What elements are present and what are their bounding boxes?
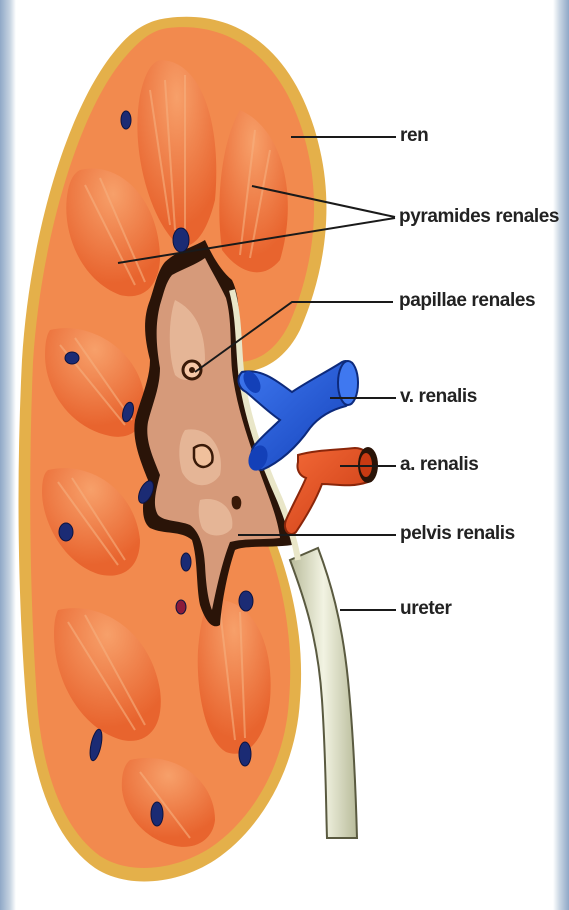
renal-artery [285, 447, 378, 534]
labels: ren pyramides renales papillae renales v… [399, 125, 559, 619]
label-pyramides-renales: pyramides renales [399, 206, 559, 227]
label-ureter: ureter [400, 598, 452, 619]
label-ren: ren [400, 125, 428, 146]
label-a-renalis: a. renalis [400, 454, 478, 475]
label-papillae-renales: papillae renales [399, 290, 535, 311]
label-pelvis-renalis: pelvis renalis [400, 523, 515, 544]
label-v-renalis: v. renalis [400, 386, 477, 407]
